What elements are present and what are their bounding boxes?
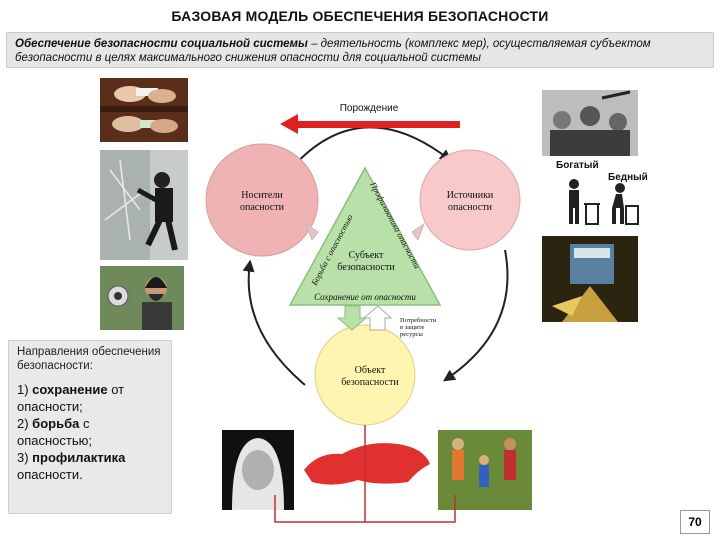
rich-person-icon [569, 179, 579, 224]
needs-note-1: Потребности [400, 317, 437, 324]
definition-term: Обеспечение безопасности социальной сист… [15, 38, 308, 50]
carriers-label-2: опасности [240, 202, 285, 213]
object-label-2: безопасности [341, 377, 399, 388]
direction-item-3: 3) профилактика опасности. [17, 450, 126, 482]
photo-riot-crowd [542, 90, 638, 156]
cycle-arrow-right [443, 249, 509, 382]
direction-item-2: 2) борьба с опасностью; [17, 416, 92, 448]
photo-bribe-hands [100, 78, 188, 142]
photo-internet-cyber [542, 236, 638, 322]
object-to-triangle-arrow [362, 305, 393, 331]
sources-label-1: Источники [447, 190, 494, 201]
armed-man-picture [100, 266, 184, 330]
cycle-arrow-left [242, 259, 306, 386]
definition-box: Обеспечение безопасности социальной сист… [6, 32, 714, 68]
triangle-to-left-arrow [304, 222, 319, 242]
photo-armed-man [100, 266, 184, 330]
needs-note-2: в защите [400, 324, 424, 331]
poor-label: Бедный [608, 172, 648, 183]
cycle-arrow-top [289, 126, 452, 171]
page-title: БАЗОВАЯ МОДЕЛЬ ОБЕСПЕЧЕНИЯ БЕЗОПАСНОСТИ [171, 8, 549, 24]
page-number: 70 [680, 510, 710, 534]
definition-text: – деятельность (комплекс мер), осуществл… [15, 38, 651, 64]
needs-note-3: ресурсы [400, 331, 423, 338]
generation-arrow-shaft [295, 121, 460, 128]
trash-can-icon [584, 203, 600, 225]
subject-label-1: Субъект [349, 250, 384, 261]
preservation-side-label: Сохранение от опасности [314, 292, 416, 302]
map-russia [298, 430, 434, 498]
directions-box: Направления обеспечения безопасности: 1)… [8, 340, 172, 514]
elderly-woman-picture [222, 430, 294, 510]
riot-crowd-picture [542, 90, 638, 156]
carriers-circle [205, 143, 319, 257]
photo-vandal-kick [100, 150, 188, 260]
sources-circle [419, 149, 521, 251]
subject-triangle [288, 166, 442, 306]
triangle-to-object-arrow [336, 305, 368, 331]
photo-family-walk [438, 430, 532, 510]
internet-cyber-picture [542, 236, 638, 322]
rich-poor-icons [560, 178, 640, 226]
subject-label-2: безопасности [337, 262, 395, 273]
direction-item-1: 1) сохранение от опасности; [17, 382, 125, 414]
poor-person-icon [612, 183, 639, 225]
sources-label-2: опасности [448, 202, 493, 213]
directions-heading: Направления обеспечения безопасности: [17, 346, 161, 372]
photo-elderly-woman [222, 430, 294, 510]
bribe-hands-picture [100, 78, 188, 142]
russia-map-picture [298, 430, 434, 498]
rich-label: Богатый [556, 160, 599, 171]
vandal-picture [100, 150, 188, 260]
triangle-to-right-arrow [411, 222, 426, 242]
object-label-1: Объект [355, 365, 386, 376]
generation-label: Порождение [340, 103, 399, 114]
carriers-label-1: Носители [241, 190, 283, 201]
generation-arrow-head [280, 114, 298, 134]
family-walk-picture [438, 430, 532, 510]
